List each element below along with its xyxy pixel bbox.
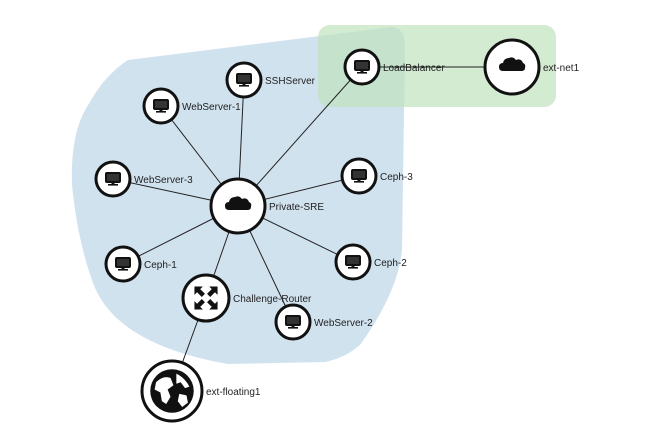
node-privatesre[interactable]: Private-SRE [209, 177, 324, 235]
node-webserver1[interactable]: WebServer-1 [142, 87, 241, 125]
node-ceph1[interactable]: Ceph-1 [104, 245, 177, 283]
node-label: Ceph-3 [380, 172, 413, 183]
node-ceph3[interactable]: Ceph-3 [340, 157, 413, 195]
node-label: WebServer-1 [182, 102, 241, 113]
node-label: Challenge-Router [233, 294, 312, 305]
node-label: ext-floating1 [206, 387, 261, 398]
node-label: WebServer-3 [134, 175, 193, 186]
node-ring [181, 273, 231, 323]
node-label: Ceph-2 [374, 258, 407, 269]
node-label: ext-net1 [543, 63, 580, 74]
node-ceph2[interactable]: Ceph-2 [334, 243, 407, 281]
node-extnet1[interactable]: ext-net1 [483, 38, 580, 96]
node-label: LoadBalancer [383, 63, 445, 74]
node-webserver3[interactable]: WebServer-3 [94, 160, 193, 198]
link-privatesre-loadbalancer [237, 66, 363, 207]
node-extfloating1[interactable]: ext-floating1 [140, 359, 261, 423]
nodes-layer: LoadBalancer ext-net1SSHServerWebServer-1… [94, 38, 580, 423]
node-sshserver[interactable]: SSHServer [225, 61, 316, 99]
node-router[interactable]: Challenge-Router [181, 273, 312, 323]
node-label: WebServer-2 [314, 318, 373, 329]
globe-icon [150, 369, 194, 413]
node-label: Private-SRE [269, 202, 324, 213]
node-label: Ceph-1 [144, 260, 177, 271]
node-webserver2[interactable]: WebServer-2 [274, 303, 373, 341]
node-label: SSHServer [265, 76, 316, 87]
node-loadbalancer[interactable]: LoadBalancer [343, 48, 445, 86]
